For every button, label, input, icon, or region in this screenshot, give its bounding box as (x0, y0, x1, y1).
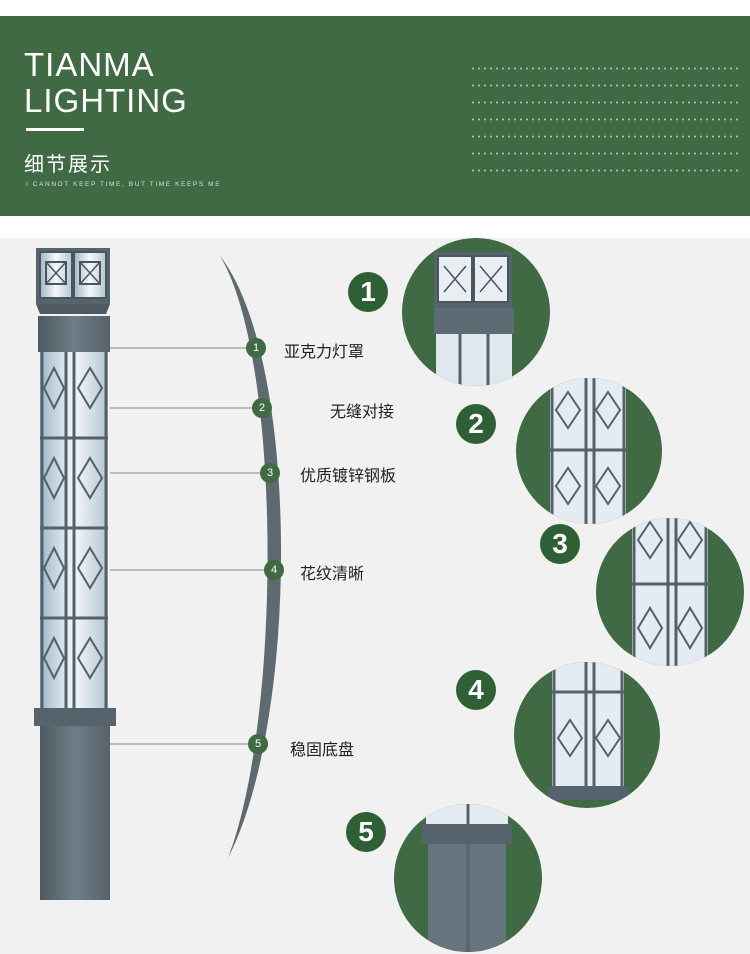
lamp-base-collar (34, 708, 116, 726)
label-clear-pattern: 花纹清晰 (300, 564, 365, 583)
marker-3: 3 (260, 463, 280, 483)
tagline: I CANNOT KEEP TIME, BUT TIME KEEPS ME (26, 181, 222, 188)
marker-4: 4 (264, 560, 284, 580)
header-banner: TIANMA LIGHTING 细节展示 I CANNOT KEEP TIME,… (0, 16, 750, 216)
zoom-circle-1 (402, 238, 550, 386)
badge-1: 1 (348, 272, 388, 312)
brand-line-1: TIANMA (24, 46, 155, 83)
brand-underline (26, 128, 84, 131)
label-acrylic-cover: 亚克力灯罩 (284, 342, 365, 361)
marker-1: 1 (246, 338, 266, 358)
marker-5: 5 (248, 734, 268, 754)
lamp-top-collar (38, 316, 110, 352)
badge-2: 2 (456, 404, 496, 444)
dot-pattern-decoration (470, 60, 738, 184)
badge-3: 3 (540, 524, 580, 564)
lamp-base (40, 726, 110, 900)
label-galvanized-steel: 优质镀锌钢板 (300, 466, 397, 485)
badge-4: 4 (456, 670, 496, 710)
lamp-post-illustration (34, 248, 282, 900)
marker-2: 2 (252, 398, 272, 418)
label-stable-base: 稳固底盘 (290, 740, 355, 759)
brand-line-2: LIGHTING (24, 82, 188, 119)
badge-5: 5 (346, 812, 386, 852)
zoom-circle-3 (596, 518, 744, 666)
section-title: 细节展示 (24, 152, 112, 176)
zoom-circle-2 (516, 378, 662, 524)
zoom-circle-4 (514, 662, 660, 808)
label-seamless-joint: 无缝对接 (330, 402, 395, 421)
zoom-circle-5 (394, 804, 542, 952)
detail-panel: 1 2 3 4 5 亚克力灯罩 无缝对接 优质镀锌钢板 花纹清晰 稳固底盘 1 … (0, 238, 750, 954)
